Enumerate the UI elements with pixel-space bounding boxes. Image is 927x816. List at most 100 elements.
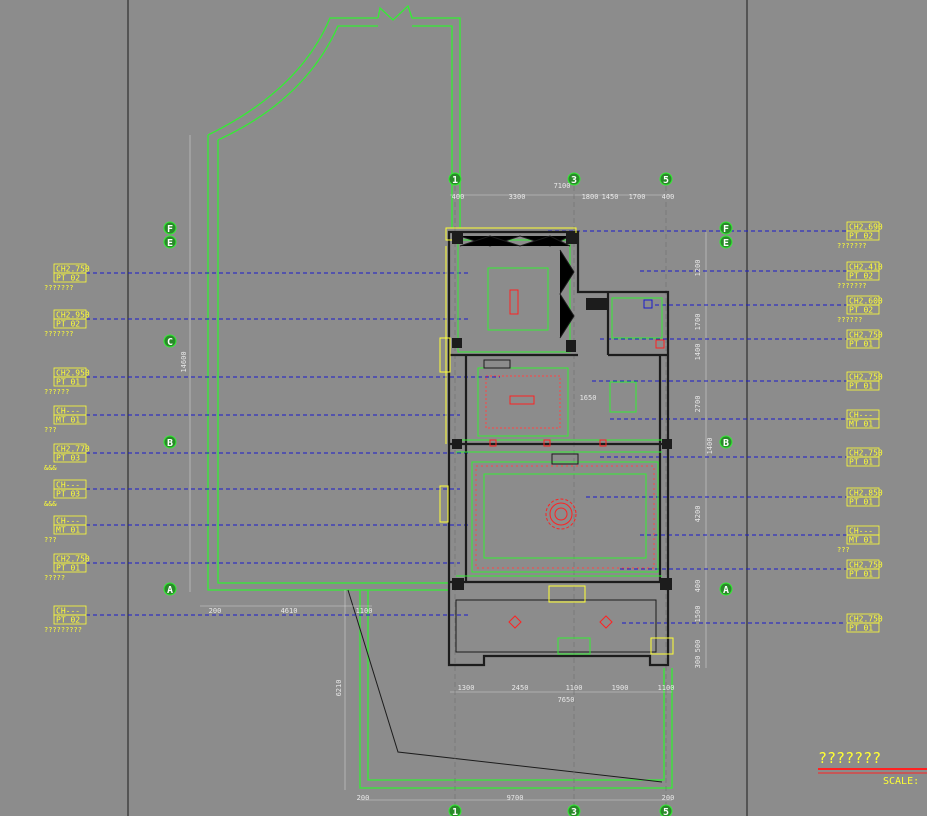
dim-right-seg-2: 1700 — [694, 314, 702, 331]
grid-label-row-e: E — [167, 238, 173, 249]
grid-label-row-a-right: A — [723, 585, 729, 596]
grid-bubble-col-1-bottom: 1 — [448, 804, 462, 816]
grid-bubble-col-3: 3 — [567, 172, 581, 186]
door-marker-upper — [483, 359, 511, 369]
dim-top-seg-5: 1700 — [629, 193, 646, 201]
left-tag-7-material: MT 01 — [56, 526, 80, 535]
grid-label-row-c: C — [167, 337, 173, 348]
right-tag-9-ceiling-height: CH--- — [849, 527, 873, 536]
grid-label-col-1: 1 — [452, 175, 458, 186]
drawing-title: ??????? — [818, 749, 881, 767]
right-tag-6-material: MT 01 — [849, 420, 873, 429]
right-tag-6: CH---MT 01 — [846, 409, 880, 429]
right-tag-9-caption: ??? — [837, 546, 850, 554]
right-tag-4-ceiling-height: CH2.750 — [849, 331, 883, 340]
dim-lower-left-1: 200 — [209, 607, 222, 615]
left-tag-9-material: PT 02 — [56, 616, 80, 625]
door-marker — [551, 453, 579, 465]
left-tag-2-material: PT 02 — [56, 320, 80, 329]
left-tag-4: CH---MT 01??? — [44, 405, 87, 434]
grid-bubble-row-a-right: A — [719, 582, 733, 596]
dim-right-seg-8: 1500 — [694, 606, 702, 623]
left-tag-7-ceiling-height: CH--- — [56, 517, 80, 526]
right-tag-1-material: PT 02 — [849, 232, 873, 241]
left-tag-1-caption: ??????? — [44, 284, 74, 292]
dim-top-seg-2: 3300 — [509, 193, 526, 201]
right-tag-10-material: PT 01 — [849, 570, 873, 579]
grid-bubble-row-f: F — [163, 221, 177, 235]
left-tag-5-caption: &&& — [44, 464, 57, 472]
light-fixtures — [489, 289, 665, 629]
dim-lower-span: 6210 — [335, 680, 343, 697]
left-tag-3-ceiling-height: CH2.950 — [56, 369, 90, 378]
dim-left-total: 14600 — [180, 351, 188, 372]
right-tag-11-ceiling-height: CH2.750 — [849, 615, 883, 624]
grid-label-row-f: F — [167, 224, 173, 235]
window-bracing — [459, 235, 575, 339]
right-leader-lines — [548, 230, 847, 624]
right-tag-1-caption: ??????? — [837, 242, 867, 250]
left-tag-4-ceiling-height: CH--- — [56, 407, 80, 416]
dim-right-seg-10: 300 — [694, 656, 702, 669]
dim-bottom-seg-3: 1100 — [566, 684, 583, 692]
dim-inner-note: 1650 — [580, 394, 597, 402]
dim-lower-left-2: 4610 — [281, 607, 298, 615]
left-tag-9-caption: ????????? — [44, 626, 82, 634]
dim-right-seg-3: 1400 — [694, 344, 702, 361]
left-tag-8-ceiling-height: CH2.750 — [56, 555, 90, 564]
grid-bubble-col-1: 1 — [448, 172, 462, 186]
left-tag-2-ceiling-height: CH2.950 — [56, 311, 90, 320]
right-tag-4-material: PT 01 — [849, 340, 873, 349]
dim-top-seg-1: 400 — [452, 193, 465, 201]
dim-right-seg-1: 1200 — [694, 260, 702, 277]
grid-bubble-row-c: C — [163, 334, 177, 348]
left-tag-4-material: MT 01 — [56, 416, 80, 425]
left-tag-8-caption: ????? — [44, 574, 65, 582]
grid-label-row-e-right: E — [723, 238, 729, 249]
grid-label-col-3: 3 — [571, 175, 577, 186]
left-tag-4-caption: ??? — [44, 426, 57, 434]
dim-base-left: 200 — [357, 794, 370, 802]
grid-bubble-col-5-bottom: 5 — [659, 804, 673, 816]
left-tag-6-material: PT 03 — [56, 490, 80, 499]
dim-top-total: 7100 — [554, 182, 571, 190]
left-tag-1-material: PT 02 — [56, 274, 80, 283]
left-tag-7: CH---MT 01??? — [44, 515, 87, 544]
grid-bubble-row-f-right: F — [719, 221, 733, 235]
left-tag-1-ceiling-height: CH2.750 — [56, 265, 90, 274]
grid-label-row-f-right: F — [723, 224, 729, 235]
title-block: ??????? SCALE: — [818, 749, 927, 787]
dim-bottom-seg-5: 1100 — [658, 684, 675, 692]
grid-label-col-1-bottom: 1 — [452, 807, 458, 816]
right-tag-10-ceiling-height: CH2.750 — [849, 561, 883, 570]
left-tag-8-material: PT 01 — [56, 564, 80, 573]
dim-top-seg-4: 1450 — [602, 193, 619, 201]
left-tag-9-ceiling-height: CH--- — [56, 607, 80, 616]
right-tag-2-material: PT 02 — [849, 272, 873, 281]
grid-label-row-b-right: B — [723, 438, 729, 449]
dim-base-mid: 9700 — [507, 794, 524, 802]
right-tag-1-ceiling-height: CH2.690 — [849, 223, 883, 232]
grid-label-row-a: A — [167, 585, 173, 596]
site-outline — [207, 4, 673, 789]
right-tag-7-material: PT 01 — [849, 458, 873, 467]
right-tag-2-caption: ??????? — [837, 282, 867, 290]
dim-right-seg-7: 400 — [694, 580, 702, 593]
fixture-marker — [643, 299, 653, 309]
grid-bubble-col-5: 5 — [659, 172, 673, 186]
building-walls — [447, 230, 670, 667]
